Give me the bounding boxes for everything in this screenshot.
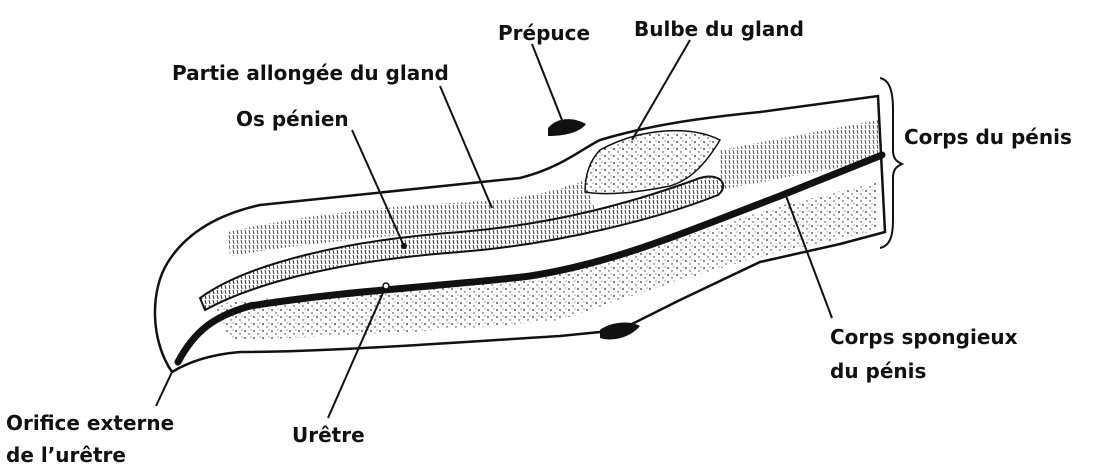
label-bulbe-du-gland: Bulbe du gland	[634, 18, 804, 40]
label-uretre: Urêtre	[292, 424, 365, 446]
label-os-penien: Os pénien	[236, 108, 349, 130]
label-corps-du-penis: Corps du pénis	[904, 126, 1072, 148]
prepuce-flap	[548, 119, 586, 136]
leader-orifice	[156, 372, 172, 406]
label-corps-spongieux-line1: Corps spongieux	[830, 326, 1018, 348]
leader-dot-os	[401, 243, 407, 249]
label-corps-spongieux-line2: du pénis	[830, 360, 926, 382]
label-orifice-line1: Orifice externe	[6, 412, 174, 434]
label-prepuce: Prépuce	[498, 22, 590, 44]
label-partie-allongee: Partie allongée du gland	[172, 62, 449, 84]
leader-dot-uretre	[383, 283, 389, 289]
leader-prepuce	[532, 44, 562, 120]
label-orifice-line2: de l’urêtre	[6, 444, 126, 466]
